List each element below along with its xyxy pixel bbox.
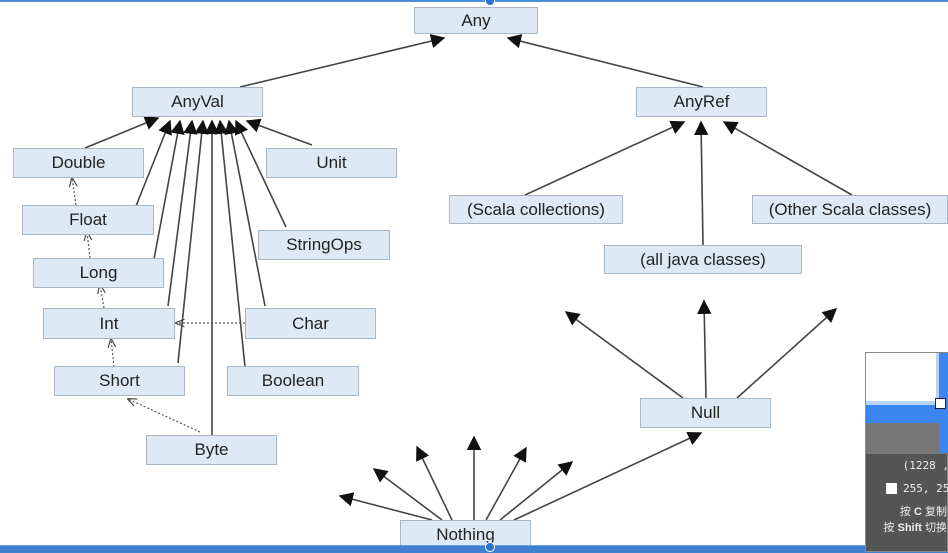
hint-switch-suffix: 切换 [925, 522, 947, 534]
node-long: Long [33, 258, 164, 288]
node-scala-collections: (Scala collections) [449, 195, 623, 224]
edge-other-scala-anyref [722, 121, 853, 196]
edge-long-anyval [153, 119, 185, 260]
edge-double-anyval [84, 116, 160, 149]
edge-unit-anyval [245, 118, 313, 146]
node-null: Null [640, 398, 771, 428]
color-readout: 255, 25 [886, 482, 948, 495]
edge-scala-collections-anyref [524, 120, 686, 196]
hint-copy-suffix: 复制 [925, 506, 947, 518]
hint-switch-key: Shift [897, 522, 922, 534]
hint-copy-prefix: 按 [899, 506, 911, 518]
edge-nothing-5 [485, 446, 527, 521]
node-other-scala-classes: (Other Scala classes) [752, 195, 948, 224]
node-short: Short [54, 366, 185, 396]
edge-boolean-anyval [214, 119, 246, 368]
edge-nothing-6 [499, 461, 574, 521]
cursor-coordinates: (1228 , [902, 459, 948, 472]
hint-switch-prefix: 按 [883, 522, 895, 534]
window-top-border [0, 0, 948, 2]
rgb-value: 255, 25 [903, 482, 948, 495]
edge-int-anyval [167, 119, 198, 307]
hint-switch: 按 Shift 切换 [883, 519, 947, 535]
node-byte: Byte [146, 435, 277, 465]
selection-handle-top[interactable] [485, 0, 495, 6]
conv-float-double [72, 178, 76, 206]
edge-float-anyval [135, 119, 172, 207]
edge-null-up-right [736, 308, 838, 399]
selection-handle-bottom[interactable] [485, 542, 495, 552]
node-boolean: Boolean [227, 366, 359, 396]
magnifier-preview [866, 353, 948, 454]
edge-java-classes-anyref [694, 120, 709, 246]
hint-copy: 按 C 复制 [900, 503, 947, 519]
conv-byte-short [128, 399, 201, 433]
node-anyval: AnyVal [132, 87, 263, 117]
node-char: Char [245, 308, 376, 339]
crosshair-icon [935, 398, 946, 409]
node-all-java-classes: (all java classes) [604, 245, 802, 274]
color-swatch [886, 483, 897, 494]
edge-nothing-3 [416, 445, 453, 521]
conv-short-int [111, 339, 114, 368]
edge-nothing-1 [338, 492, 433, 521]
edge-nothing-null [513, 431, 703, 521]
edge-null-up [697, 299, 712, 399]
edge-null-up-left [564, 311, 684, 399]
conv-long-float [87, 232, 90, 259]
node-anyref: AnyRef [636, 87, 767, 117]
edge-short-anyval [177, 119, 209, 364]
edge-stringops-anyval [235, 119, 287, 228]
node-unit: Unit [266, 148, 397, 178]
color-picker-magnifier: (1228 , 255, 25 按 C 复制 按 Shift 切换 [865, 352, 948, 552]
node-double: Double [13, 148, 144, 178]
node-float: Float [22, 205, 154, 235]
edge-nothing-2 [372, 468, 443, 521]
edge-anyref-any [506, 34, 704, 88]
conv-int-long [100, 285, 104, 309]
edge-anyval-any [239, 34, 446, 88]
node-stringops: StringOps [258, 230, 390, 260]
node-any: Any [414, 7, 538, 34]
edge-char-anyval [224, 119, 266, 307]
selection-bottom-border [0, 545, 948, 553]
hint-copy-key: C [913, 506, 922, 518]
node-int: Int [43, 308, 175, 339]
